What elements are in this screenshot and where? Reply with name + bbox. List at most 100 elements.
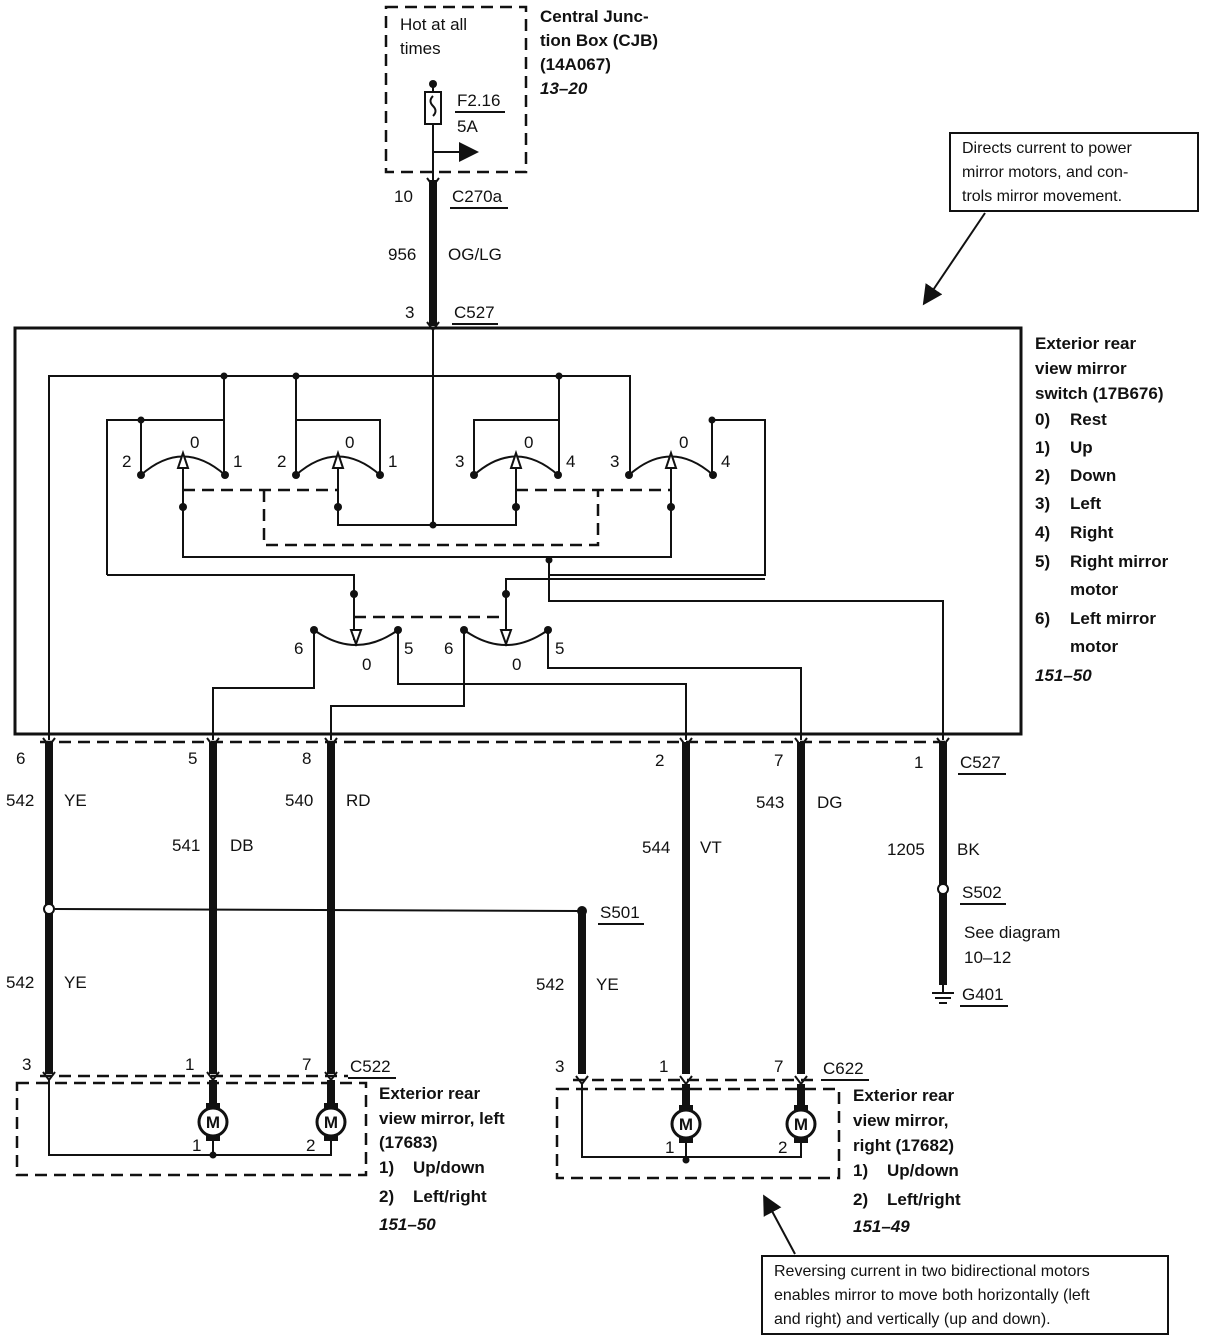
legend-text-5: Right mirror bbox=[1070, 552, 1169, 571]
feed-pin-bottom: 3 bbox=[405, 303, 414, 322]
cjb-title-1: Central Junc- bbox=[540, 7, 649, 26]
see-diagram: See diagram bbox=[964, 923, 1060, 942]
c622-label: C622 bbox=[823, 1059, 864, 1078]
callout-top-arrow bbox=[922, 212, 986, 306]
w3-circuit: 540 bbox=[285, 791, 313, 810]
s502-label: S502 bbox=[962, 883, 1002, 902]
see-diagram-ref: 10–12 bbox=[964, 948, 1011, 967]
switch-box bbox=[13, 326, 1023, 736]
legend-num-5: 5) bbox=[1035, 552, 1050, 571]
fuse-rating: 5A bbox=[457, 117, 478, 136]
w1-color-2: YE bbox=[64, 973, 87, 992]
rm-pin-1: 1 bbox=[659, 1057, 668, 1076]
w2-pin: 5 bbox=[188, 749, 197, 768]
w6-circuit: 1205 bbox=[887, 840, 925, 859]
s501-circuit: 542 bbox=[536, 975, 564, 994]
feed-pin-top: 10 bbox=[394, 187, 413, 206]
s5-mid: 0 bbox=[362, 655, 371, 674]
lm-title-3: (17683) bbox=[379, 1133, 438, 1152]
s3-left: 3 bbox=[455, 452, 464, 471]
s2-right: 1 bbox=[388, 452, 397, 471]
rm-pin-7: 7 bbox=[774, 1057, 783, 1076]
w5-pin: 7 bbox=[774, 751, 783, 770]
rm-title-1: Exterior rear bbox=[853, 1086, 954, 1105]
w1-circuit-2: 542 bbox=[6, 973, 34, 992]
lm-item-1-text: Up/down bbox=[413, 1158, 485, 1177]
w3-color: RD bbox=[346, 791, 371, 810]
legend-num-6: 6) bbox=[1035, 609, 1050, 628]
switch-ref: 151–50 bbox=[1035, 666, 1092, 685]
lm-pin-7: 7 bbox=[302, 1055, 311, 1074]
s1-right: 1 bbox=[233, 452, 242, 471]
legend-text-3: Left bbox=[1070, 494, 1102, 513]
s4-right: 4 bbox=[721, 452, 730, 471]
s4-left: 3 bbox=[610, 452, 619, 471]
w1-pin: 6 bbox=[16, 749, 25, 768]
lm-ref: 151–50 bbox=[379, 1215, 436, 1234]
rm-pin-3: 3 bbox=[555, 1057, 564, 1076]
callout-bottom-line3: and right) and vertically (up and down). bbox=[774, 1311, 1051, 1328]
s5-right: 5 bbox=[404, 639, 413, 658]
callout-top-line1: Directs current to power bbox=[962, 140, 1133, 157]
legend-text-0: Rest bbox=[1070, 410, 1107, 429]
cjb-times-label: times bbox=[400, 39, 441, 58]
callout-top-line3: trols mirror movement. bbox=[962, 188, 1122, 205]
s501-splice bbox=[577, 906, 587, 916]
rm-title-2: view mirror, bbox=[853, 1111, 948, 1130]
cjb-ref: 13–20 bbox=[540, 79, 588, 98]
w1-color: YE bbox=[64, 791, 87, 810]
w4-pin: 2 bbox=[655, 751, 664, 770]
s2-mid: 0 bbox=[345, 433, 354, 452]
lm-item-2-num: 2) bbox=[379, 1187, 394, 1206]
w6-pin: 1 bbox=[914, 753, 923, 772]
lm-item-1-num: 1) bbox=[379, 1158, 394, 1177]
s6-right: 5 bbox=[555, 639, 564, 658]
s1-left: 2 bbox=[122, 452, 131, 471]
switch-title-1: Exterior rear bbox=[1035, 334, 1136, 353]
lm-m1: M bbox=[206, 1113, 220, 1132]
switch-mirror-select-b: 6 0 5 bbox=[444, 590, 564, 674]
w5-color: DG bbox=[817, 793, 843, 812]
lm-title-2: view mirror, left bbox=[379, 1109, 505, 1128]
rm-item-1-num: 1) bbox=[853, 1161, 868, 1180]
fuse-id: F2.16 bbox=[457, 91, 500, 110]
lm-item-2-text: Left/right bbox=[413, 1187, 487, 1206]
lm-motor-1: 1 bbox=[192, 1136, 201, 1155]
rm-item-2-text: Left/right bbox=[887, 1190, 961, 1209]
s6-mid: 0 bbox=[512, 655, 521, 674]
legend-num-1: 1) bbox=[1035, 438, 1050, 457]
legend-num-0: 0) bbox=[1035, 410, 1050, 429]
s4-mid: 0 bbox=[679, 433, 688, 452]
s501-link bbox=[54, 908, 581, 912]
lm-motor-2: 2 bbox=[306, 1136, 315, 1155]
rm-motor-2: 2 bbox=[778, 1138, 787, 1157]
w2-circuit: 541 bbox=[172, 836, 200, 855]
left-mirror-box bbox=[15, 1081, 368, 1177]
rm-m2: M bbox=[794, 1115, 808, 1134]
g401-label: G401 bbox=[962, 985, 1004, 1004]
s502-splice bbox=[937, 883, 949, 895]
s1-mid: 0 bbox=[190, 433, 199, 452]
lm-pin-3: 3 bbox=[22, 1055, 31, 1074]
legend-text-5b: motor bbox=[1070, 580, 1119, 599]
s6-left: 6 bbox=[444, 639, 453, 658]
w6-color: BK bbox=[957, 840, 980, 859]
legend-text-6: Left mirror bbox=[1070, 609, 1156, 628]
switch-bus-outer bbox=[48, 375, 631, 740]
legend-num-2: 2) bbox=[1035, 466, 1050, 485]
w2-color: DB bbox=[230, 836, 254, 855]
feed-color: OG/LG bbox=[448, 245, 502, 264]
w5-circuit: 543 bbox=[756, 793, 784, 812]
s501-color: YE bbox=[596, 975, 619, 994]
switch-lr-left: 3 0 4 bbox=[455, 433, 575, 511]
c527-label: C527 bbox=[960, 753, 1001, 772]
feed-circuit: 956 bbox=[388, 245, 416, 264]
callout-bottom-line2: enables mirror to move both horizontally… bbox=[774, 1287, 1090, 1304]
cjb-title-3: (14A067) bbox=[540, 55, 611, 74]
callout-bottom-line1: Reversing current in two bidirectional m… bbox=[774, 1263, 1090, 1280]
s5-left: 6 bbox=[294, 639, 303, 658]
legend-text-2: Down bbox=[1070, 466, 1116, 485]
s3-mid: 0 bbox=[524, 433, 533, 452]
rm-ref: 151–49 bbox=[853, 1217, 910, 1236]
